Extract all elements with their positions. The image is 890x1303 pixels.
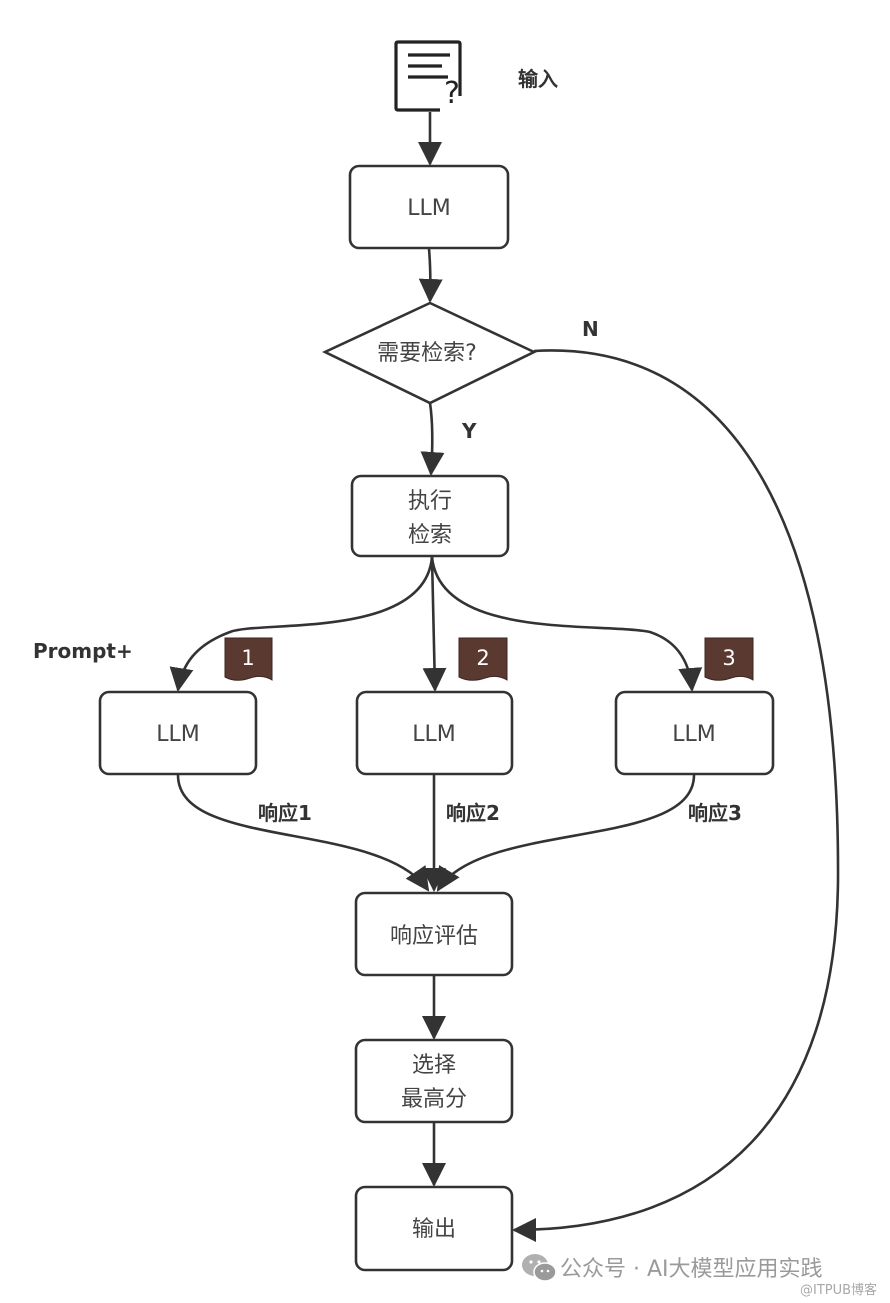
question-mark-glyph: ?	[444, 76, 460, 111]
edge-label-yes: Y	[461, 419, 477, 443]
node-select-highest[interactable]: 选择 最高分	[354, 1038, 514, 1124]
watermark-credit: @ITPUB博客	[800, 1282, 877, 1298]
edge-label-prompt-plus: Prompt+	[33, 639, 133, 663]
node-llm-main[interactable]: LLM	[348, 164, 510, 250]
document-question-icon: ?	[394, 40, 462, 112]
edge-label-response-1: 响应1	[258, 801, 312, 825]
badge-3-label: 3	[722, 646, 735, 670]
badge-3: 3	[704, 637, 754, 681]
edge-label-no: N	[582, 317, 599, 341]
node-decision-label: 需要检索?	[377, 341, 477, 366]
edge-llm1-to-evaluate	[176, 774, 430, 892]
node-evaluate[interactable]: 响应评估	[354, 891, 514, 977]
node-output-label: 输出	[412, 1217, 456, 1242]
input-label: 输入	[518, 67, 558, 91]
badge-1: 1	[224, 637, 273, 681]
node-evaluate-label: 响应评估	[390, 924, 478, 949]
node-llm-1-label: LLM	[156, 722, 200, 747]
node-decision[interactable]: 需要检索?	[321, 301, 538, 405]
watermark-text: 公众号 · AI大模型应用实践	[560, 1257, 823, 1282]
node-llm-3[interactable]: LLM	[614, 690, 775, 776]
edge-retrieve-to-llm2	[422, 556, 447, 692]
node-llm-1[interactable]: LLM	[98, 690, 258, 776]
badge-1-label: 1	[241, 646, 254, 670]
node-retrieve-label-line2: 检索	[408, 523, 452, 548]
node-output[interactable]: 输出	[354, 1185, 514, 1272]
edge-label-response-2: 响应2	[446, 801, 500, 825]
edge-retrieve-to-llm1	[169, 556, 434, 692]
edge-decision-yes-to-retrieve	[420, 402, 445, 476]
edge-decision-no-to-output	[512, 349, 840, 1242]
node-llm-2[interactable]: LLM	[355, 690, 514, 776]
badge-2: 2	[458, 637, 508, 681]
node-retrieve[interactable]: 执行 检索	[350, 474, 510, 558]
node-llm-2-label: LLM	[412, 722, 456, 747]
edge-retrieve-to-llm3	[430, 556, 703, 692]
node-select-label-line2: 最高分	[401, 1087, 467, 1112]
edge-label-response-3: 响应3	[688, 801, 742, 825]
node-llm-main-label: LLM	[407, 196, 451, 221]
node-retrieve-label-line1: 执行	[408, 489, 452, 514]
wechat-icon	[522, 1254, 557, 1282]
edge-llm-to-decision	[418, 248, 443, 303]
node-select-label-line1: 选择	[412, 1053, 456, 1078]
edge-llm3-to-evaluate	[436, 774, 696, 892]
node-llm-3-label: LLM	[672, 722, 716, 747]
badge-2-label: 2	[476, 646, 489, 670]
